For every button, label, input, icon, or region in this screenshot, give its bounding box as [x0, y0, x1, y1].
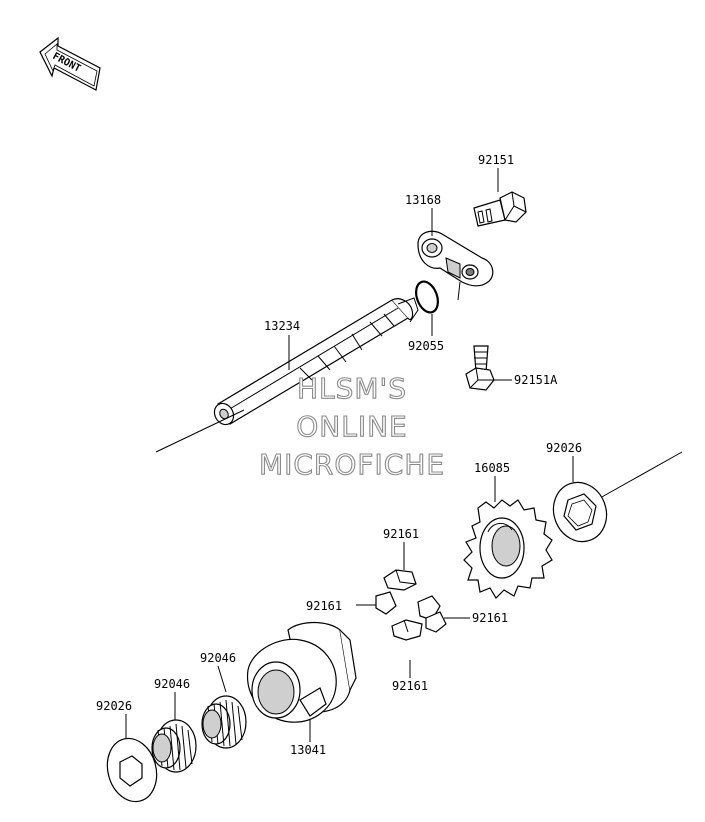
watermark: HLSM'S ONLINE MICROFICHE — [258, 371, 445, 481]
label-92026-top: 92026 — [546, 441, 582, 455]
keeper-set-92161 — [375, 569, 447, 641]
bolt-92151 — [473, 191, 527, 227]
label-92055: 92055 — [408, 339, 444, 353]
label-16085: 16085 — [474, 461, 510, 475]
bolt-92151a — [465, 345, 495, 391]
washer-92026-top — [552, 481, 608, 543]
watermark-line1: HLSM'S — [297, 372, 407, 405]
label-92161-bottom: 92161 — [392, 679, 428, 693]
label-92026-bottom: 92026 — [96, 699, 132, 713]
shift-lever-13168 — [417, 230, 494, 287]
label-92046-lower: 92046 — [154, 677, 190, 691]
label-92161-right: 92161 — [472, 611, 508, 625]
label-92161-top: 92161 — [383, 527, 419, 541]
label-92161-left: 92161 — [306, 599, 342, 613]
watermark-line2: ONLINE — [296, 410, 407, 443]
label-92151: 92151 — [478, 153, 514, 167]
gear-16085 — [463, 499, 553, 599]
holder-13041 — [246, 621, 357, 723]
shift-shaft-13234 — [213, 297, 419, 426]
watermark-line3: MICROFICHE — [259, 448, 445, 481]
needle-bearing-92046-lower — [151, 719, 197, 773]
label-92151a: 92151A — [514, 373, 558, 387]
washer-92026-bottom — [106, 737, 158, 803]
label-92046-upper: 92046 — [200, 651, 236, 665]
label-13041: 13041 — [290, 743, 326, 757]
label-13168: 13168 — [405, 193, 441, 207]
o-ring-92055 — [415, 280, 439, 314]
front-arrow-icon: FRONT — [39, 36, 101, 91]
part-labels: 92151 13168 13234 92055 92151A 16085 920… — [96, 153, 582, 757]
label-13234: 13234 — [264, 319, 300, 333]
needle-bearing-92046-upper — [201, 695, 247, 749]
